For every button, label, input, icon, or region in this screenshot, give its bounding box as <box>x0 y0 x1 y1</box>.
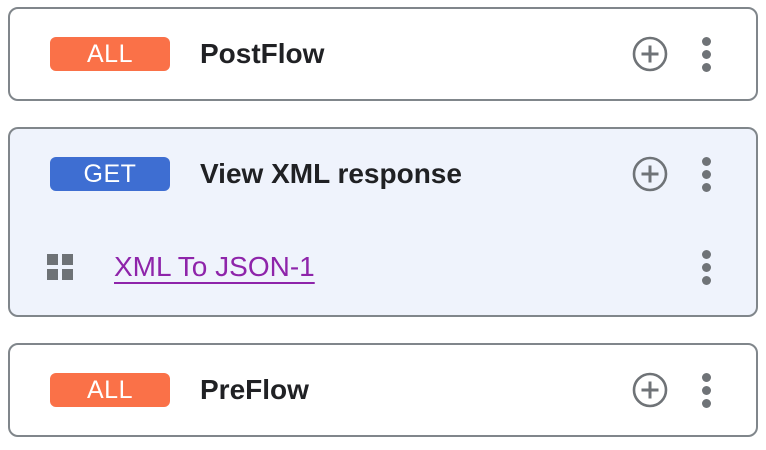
flow-card-preflow: ALL PreFlow <box>8 343 758 437</box>
more-options-button[interactable] <box>700 370 712 410</box>
flow-card-view-xml-response: GET View XML response XML To JSON-1 <box>8 127 758 317</box>
kebab-icon <box>701 262 711 272</box>
policy-row: XML To JSON-1 <box>10 219 756 315</box>
kebab-icon <box>701 49 711 59</box>
flow-header: ALL PreFlow <box>10 345 756 435</box>
more-options-button[interactable] <box>700 154 712 194</box>
flow-title: PreFlow <box>200 374 309 405</box>
flow-card-postflow: ALL PostFlow <box>8 7 758 101</box>
flow-title: PostFlow <box>200 38 325 69</box>
policy-grid-icon <box>47 254 73 280</box>
kebab-icon <box>701 169 711 179</box>
flow-header: GET View XML response <box>10 129 756 219</box>
plus-circle-icon <box>632 36 668 72</box>
method-badge: ALL <box>50 37 170 71</box>
more-options-button[interactable] <box>700 34 712 74</box>
add-policy-button[interactable] <box>632 36 668 72</box>
add-policy-button[interactable] <box>632 372 668 408</box>
policy-more-options-button[interactable] <box>700 247 712 287</box>
policy-link[interactable]: XML To JSON-1 <box>114 251 315 282</box>
plus-circle-icon <box>632 156 668 192</box>
method-badge: ALL <box>50 373 170 407</box>
flow-title: View XML response <box>200 158 462 189</box>
plus-circle-icon <box>632 372 668 408</box>
kebab-icon <box>701 385 711 395</box>
flow-header: ALL PostFlow <box>10 9 756 99</box>
method-badge: GET <box>50 157 170 191</box>
add-policy-button[interactable] <box>632 156 668 192</box>
